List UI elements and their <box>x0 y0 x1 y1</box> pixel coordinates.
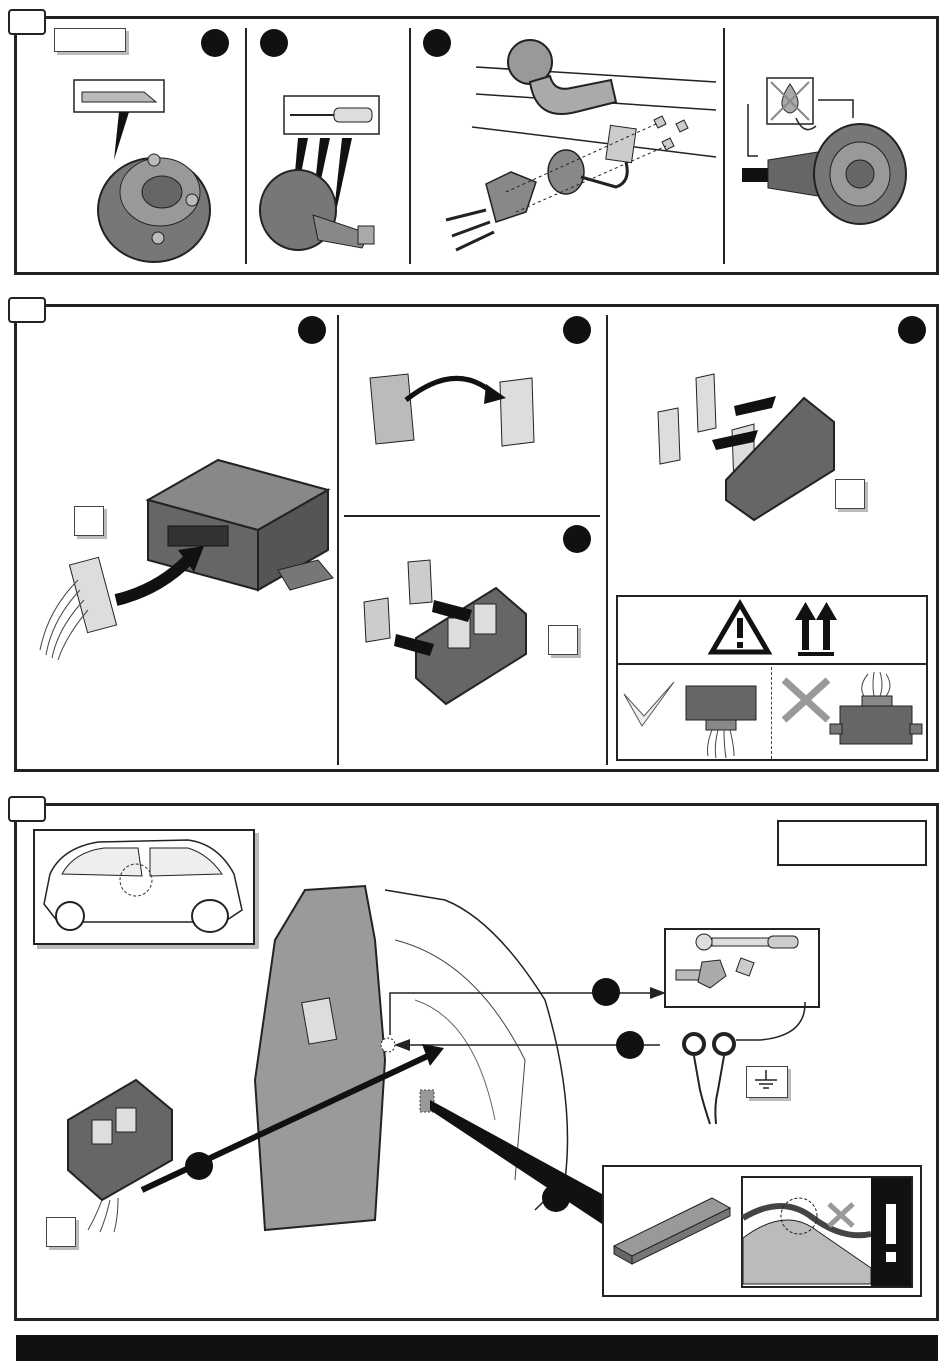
exclamation-icon <box>871 1178 911 1286</box>
module-connector-drawing <box>28 450 338 680</box>
step-marker <box>201 29 229 57</box>
section-2-tab <box>8 297 46 323</box>
module-correct-drawing <box>676 670 766 760</box>
step-marker <box>898 316 926 344</box>
label-box <box>777 820 927 866</box>
section-2-divider-h <box>344 515 600 517</box>
wrench-bolt-drawing <box>668 932 818 1004</box>
section-3-tab <box>8 796 46 822</box>
section-2-divider-2 <box>606 315 608 765</box>
up-arrows-icon <box>794 600 838 656</box>
check-mark-icon <box>622 680 676 730</box>
cross-mark-icon <box>782 678 830 722</box>
seal-drawing <box>258 130 388 270</box>
step-marker <box>563 525 591 553</box>
module-wrong-drawing <box>828 666 928 756</box>
label-box <box>54 28 126 52</box>
section-1-divider-1 <box>245 28 247 264</box>
towbar-assembly-drawing <box>426 32 716 262</box>
vehicle-drawing <box>38 834 248 938</box>
socket-rear-drawing <box>738 96 938 236</box>
module-mount-drawing <box>62 1040 442 1220</box>
step-marker <box>260 29 288 57</box>
ground-symbol-icon <box>751 1070 781 1092</box>
footer-bar <box>16 1335 938 1361</box>
socket-drawing <box>92 140 222 270</box>
section-1-divider-2 <box>409 28 411 264</box>
step-marker <box>616 1031 644 1059</box>
warning-triangle-icon <box>708 600 772 656</box>
section-1-divider-3 <box>723 28 725 264</box>
module-tape-drawing <box>654 370 854 530</box>
label-box <box>46 1217 76 1247</box>
knife-icon <box>74 80 174 120</box>
step-marker <box>298 316 326 344</box>
orientation-divider-dashed <box>771 667 772 759</box>
section-1-tab <box>8 9 46 35</box>
orientation-warning-divider <box>618 663 926 665</box>
callout-wedge <box>430 1100 630 1220</box>
cable-chafe-drawing <box>743 1178 871 1284</box>
cleaning-pad-drawing <box>612 1194 732 1274</box>
step-marker <box>563 316 591 344</box>
label-box <box>548 625 578 655</box>
tape-peel-drawing <box>366 370 546 450</box>
tape-apply-drawing <box>356 558 536 728</box>
ground-cable-drawing <box>680 1000 810 1110</box>
step-marker <box>592 978 620 1006</box>
